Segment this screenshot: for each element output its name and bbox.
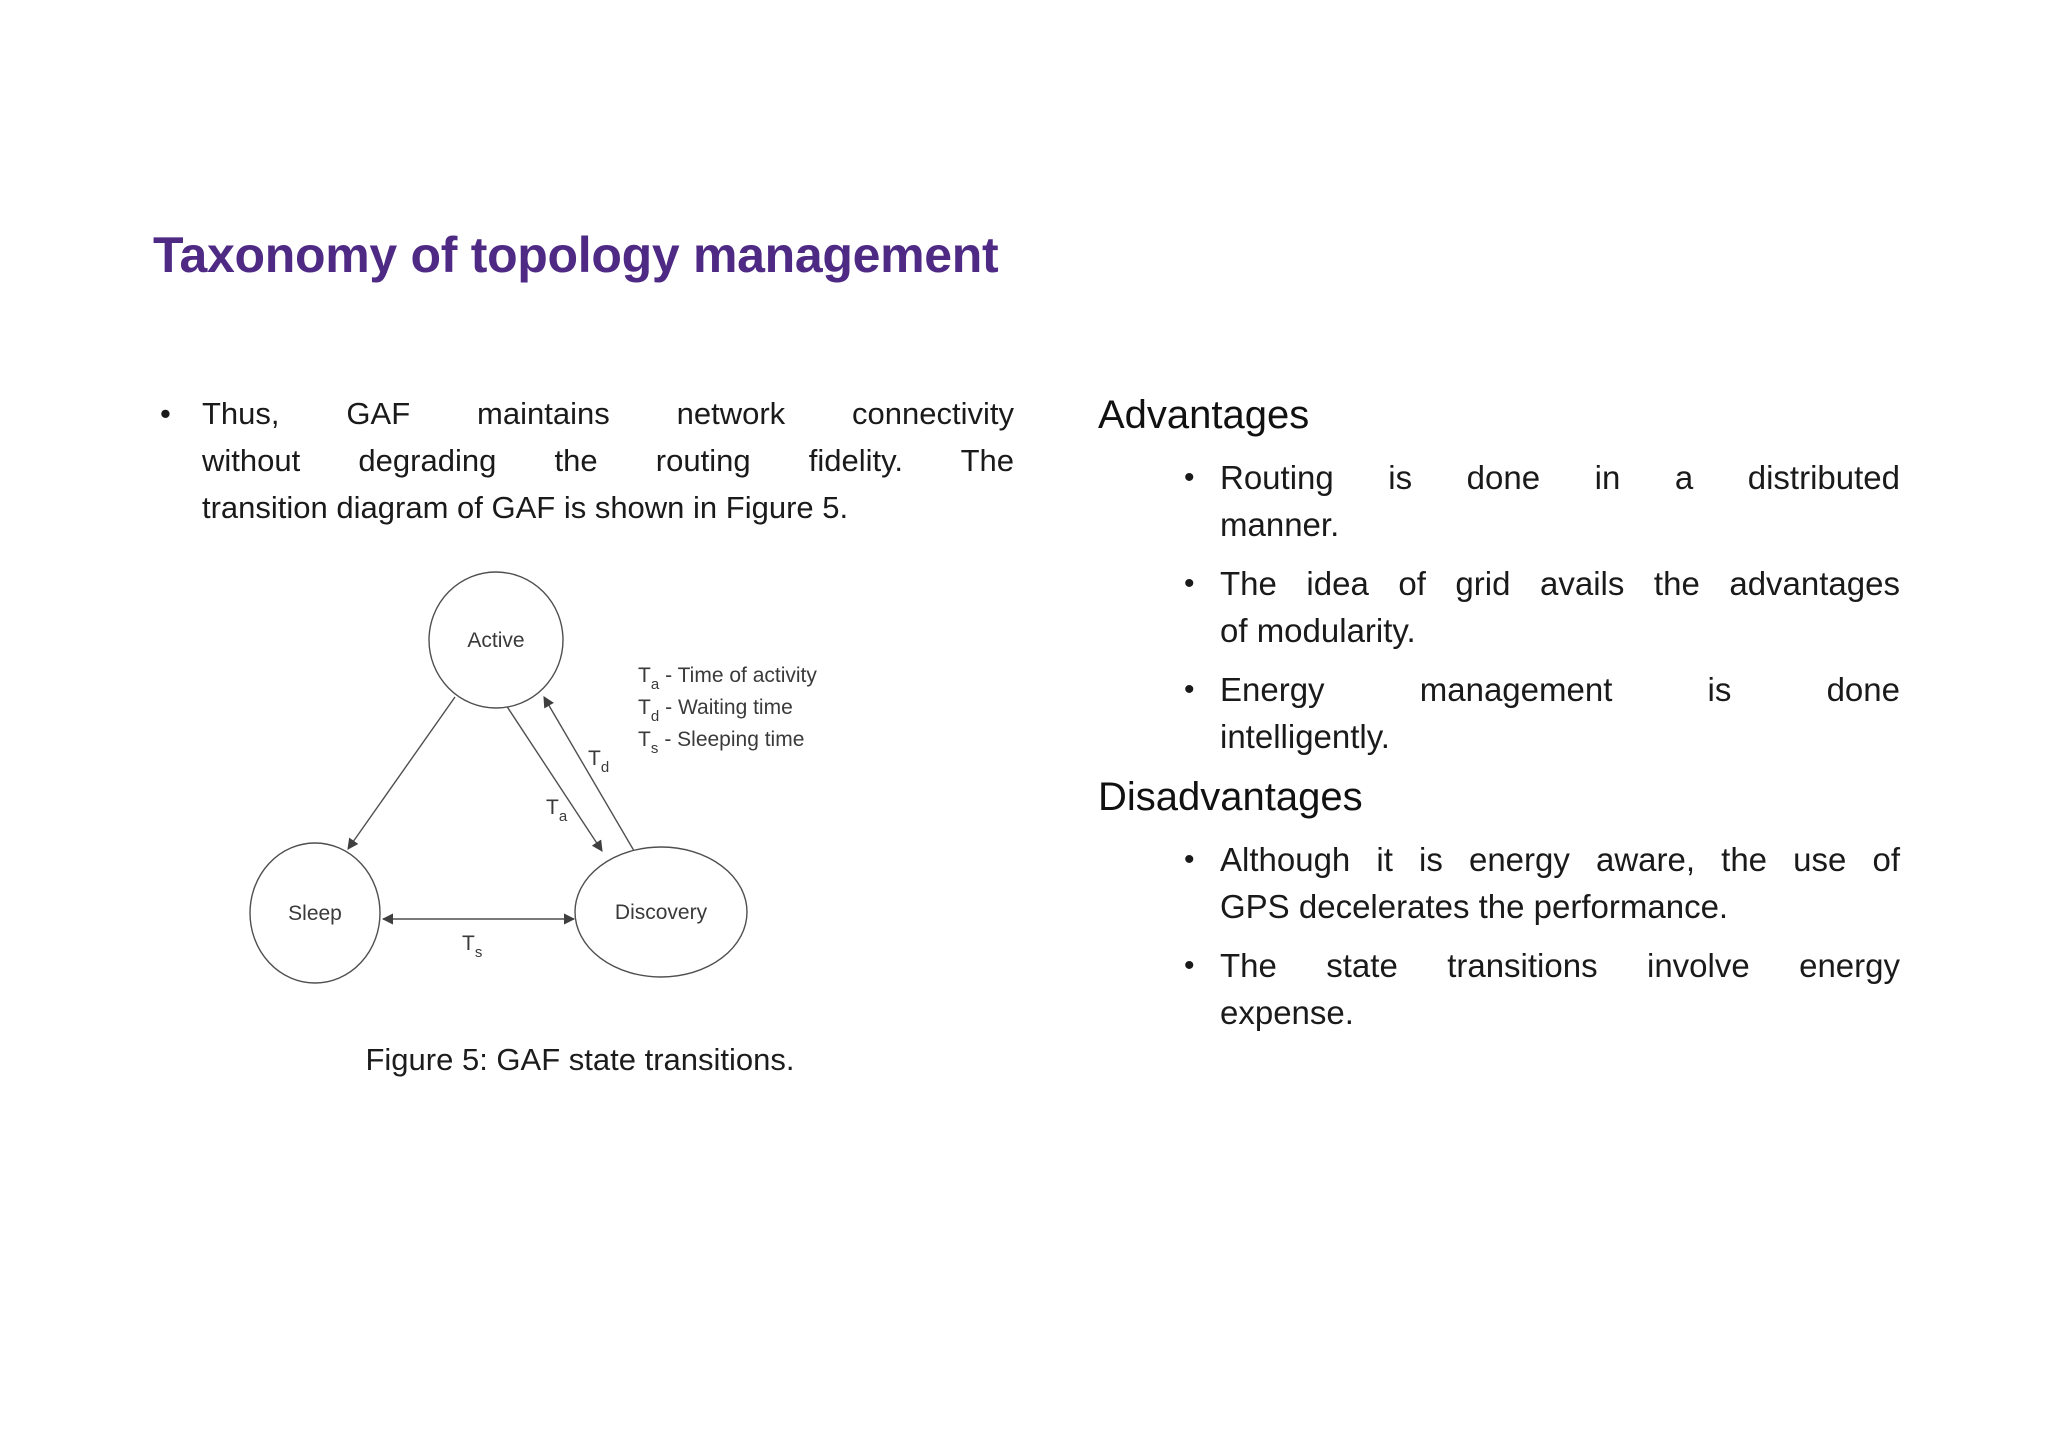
legend-line-ts: Ts- Sleeping time <box>638 728 804 757</box>
state-sleep-label: Sleep <box>288 902 342 925</box>
gaf-state-diagram: Active Sleep Discovery Td Ta Ts Ta- Time… <box>249 571 817 984</box>
state-discovery-node <box>574 846 748 978</box>
pros-cons-column: Advantages Routing is done in a distribu… <box>1098 390 1904 1048</box>
figure-caption: Figure 5: GAF state transitions. <box>365 1042 795 1077</box>
advantage-1-line-2: manner. <box>1220 506 1340 543</box>
advantage-1-line-1: Routing is done in a distributed <box>1220 459 1900 496</box>
intro-line-2: without degrading the routing fidelity. … <box>202 443 1014 478</box>
state-sleep-node <box>249 842 381 984</box>
edge-label-td: Td <box>588 747 609 776</box>
disadvantage-item: The state transitions involve energy exp… <box>1184 942 1900 1036</box>
transition-active-to-sleep-arrow <box>347 696 456 850</box>
disadvantage-1-line-1: Although it is energy aware, the use of <box>1220 841 1900 878</box>
intro-bullet-paragraph: Thus, GAF maintains network connectivity… <box>158 390 1014 531</box>
edge-label-ta: Ta <box>546 796 568 825</box>
advantage-2-line-1: The idea of grid avails the advantages <box>1220 565 1900 602</box>
advantage-item: Energy management is done intelligently. <box>1184 666 1900 760</box>
transition-discovery-to-active-arrow <box>543 696 638 857</box>
advantage-item: Routing is done in a distributed manner. <box>1184 454 1900 548</box>
legend-line-ta: Ta- Time of activity <box>638 664 817 693</box>
state-active-node <box>428 571 564 709</box>
state-discovery-label: Discovery <box>615 901 708 924</box>
advantages-heading: Advantages <box>1098 393 1310 437</box>
state-active-label: Active <box>467 629 524 652</box>
edge-label-ts: Ts <box>462 932 482 961</box>
disadvantage-2-line-2: expense. <box>1220 994 1354 1031</box>
advantage-item: The idea of grid avails the advantages o… <box>1184 560 1900 654</box>
page-title: Taxonomy of topology management <box>153 227 999 283</box>
disadvantage-2-line-1: The state transitions involve energy <box>1220 947 1900 984</box>
advantage-3-line-1: Energy management is done <box>1220 671 1900 708</box>
intro-line-3: transition diagram of GAF is shown in Fi… <box>202 490 849 525</box>
disadvantage-item: Although it is energy aware, the use of … <box>1184 836 1900 930</box>
intro-line-1: Thus, GAF maintains network connectivity <box>202 396 1014 431</box>
advantage-3-line-2: intelligently. <box>1220 718 1390 755</box>
advantage-2-line-2: of modularity. <box>1220 612 1416 649</box>
transition-active-to-discovery-arrow <box>505 704 603 852</box>
disadvantage-1-line-2: GPS decelerates the performance. <box>1220 888 1729 925</box>
legend-line-td: Td- Waiting time <box>638 696 793 725</box>
disadvantages-heading: Disadvantages <box>1098 775 1363 819</box>
